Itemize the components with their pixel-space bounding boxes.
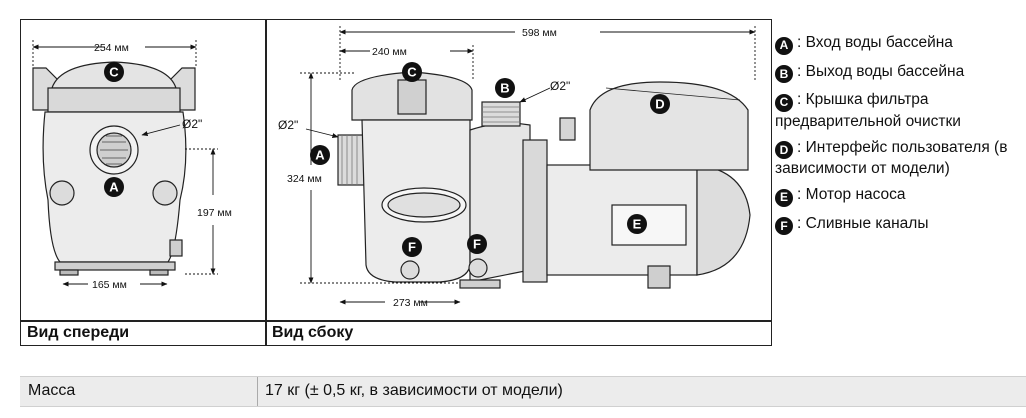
drawing-frame (20, 19, 772, 346)
legend: A: Вход воды бассейна B: Выход воды басс… (775, 33, 1025, 242)
side-total-label: 598 мм (522, 27, 557, 39)
view-divider (265, 19, 267, 346)
marker-a-side: A (310, 145, 330, 165)
marker-d-side: D (650, 94, 670, 114)
side-view-pump (337, 71, 751, 289)
side-outlet-label: Ø2" (550, 79, 570, 93)
front-width-label: 254 мм (94, 42, 129, 54)
spec-value: 17 кг (± 0,5 кг, в зависимости от модели… (265, 382, 563, 399)
marker-f-side-1: F (402, 237, 422, 257)
marker-e-side: E (627, 214, 647, 234)
legend-item-e: E: Мотор насоса (775, 185, 1025, 207)
side-base-label: 273 мм (393, 297, 428, 309)
spec-separator (257, 377, 258, 406)
legend-badge-a: A (775, 36, 793, 55)
marker-a-front: A (104, 177, 124, 197)
spec-row-mass: Масса 17 кг (± 0,5 кг, в зависимости от … (20, 376, 1026, 407)
svg-text:A: A (315, 148, 325, 163)
legend-text-e: : Мотор насоса (797, 186, 906, 203)
svg-text:E: E (633, 217, 642, 232)
legend-item-d: D: Интерфейс пользователя (в зависимости… (775, 138, 1025, 179)
svg-text:B: B (500, 81, 509, 96)
legend-badge-f: F (775, 217, 793, 235)
side-filter-label: 240 мм (372, 46, 407, 58)
front-base-label: 165 мм (92, 279, 127, 291)
legend-badge-d: D (775, 141, 793, 159)
legend-badge-b: B (775, 65, 793, 83)
svg-text:C: C (109, 65, 119, 80)
side-inlet-label: Ø2" (278, 118, 298, 132)
marker-c-side: C (402, 62, 422, 82)
legend-text-c: : Крышка фильтра предварительной очистки (775, 91, 961, 130)
marker-f-side-2: F (467, 234, 487, 254)
legend-text-a: : Вход воды бассейна (797, 34, 953, 51)
legend-text-b: : Выход воды бассейна (797, 62, 965, 80)
svg-text:F: F (408, 240, 416, 255)
legend-item-a: A: Вход воды бассейна (775, 33, 1025, 55)
svg-text:A: A (109, 180, 119, 195)
legend-item-b: B: Выход воды бассейна (775, 62, 1025, 83)
front-view-caption: Вид спереди (27, 324, 130, 341)
front-port-label: Ø2" (182, 117, 202, 131)
spec-label: Масса (28, 382, 76, 399)
side-view-caption: Вид сбоку (272, 324, 354, 341)
legend-item-f: F: Сливные каналы (775, 214, 1025, 235)
side-height-label: 324 мм (287, 173, 322, 185)
svg-text:D: D (655, 97, 664, 112)
legend-badge-c: C (775, 93, 793, 112)
legend-text-f: : Сливные каналы (797, 214, 929, 232)
legend-item-c: C: Крышка фильтра предварительной очистк… (775, 90, 1025, 131)
marker-b-side: B (495, 78, 515, 98)
caption-divider (20, 320, 772, 322)
front-height-label: 197 мм (197, 207, 232, 219)
svg-text:C: C (407, 65, 417, 80)
legend-text-d: : Интерфейс пользователя (в зависимости … (775, 138, 1008, 178)
marker-c-front: C (104, 62, 124, 82)
svg-text:F: F (473, 237, 481, 252)
legend-badge-e: E (775, 188, 793, 207)
front-view-pump (32, 61, 196, 276)
